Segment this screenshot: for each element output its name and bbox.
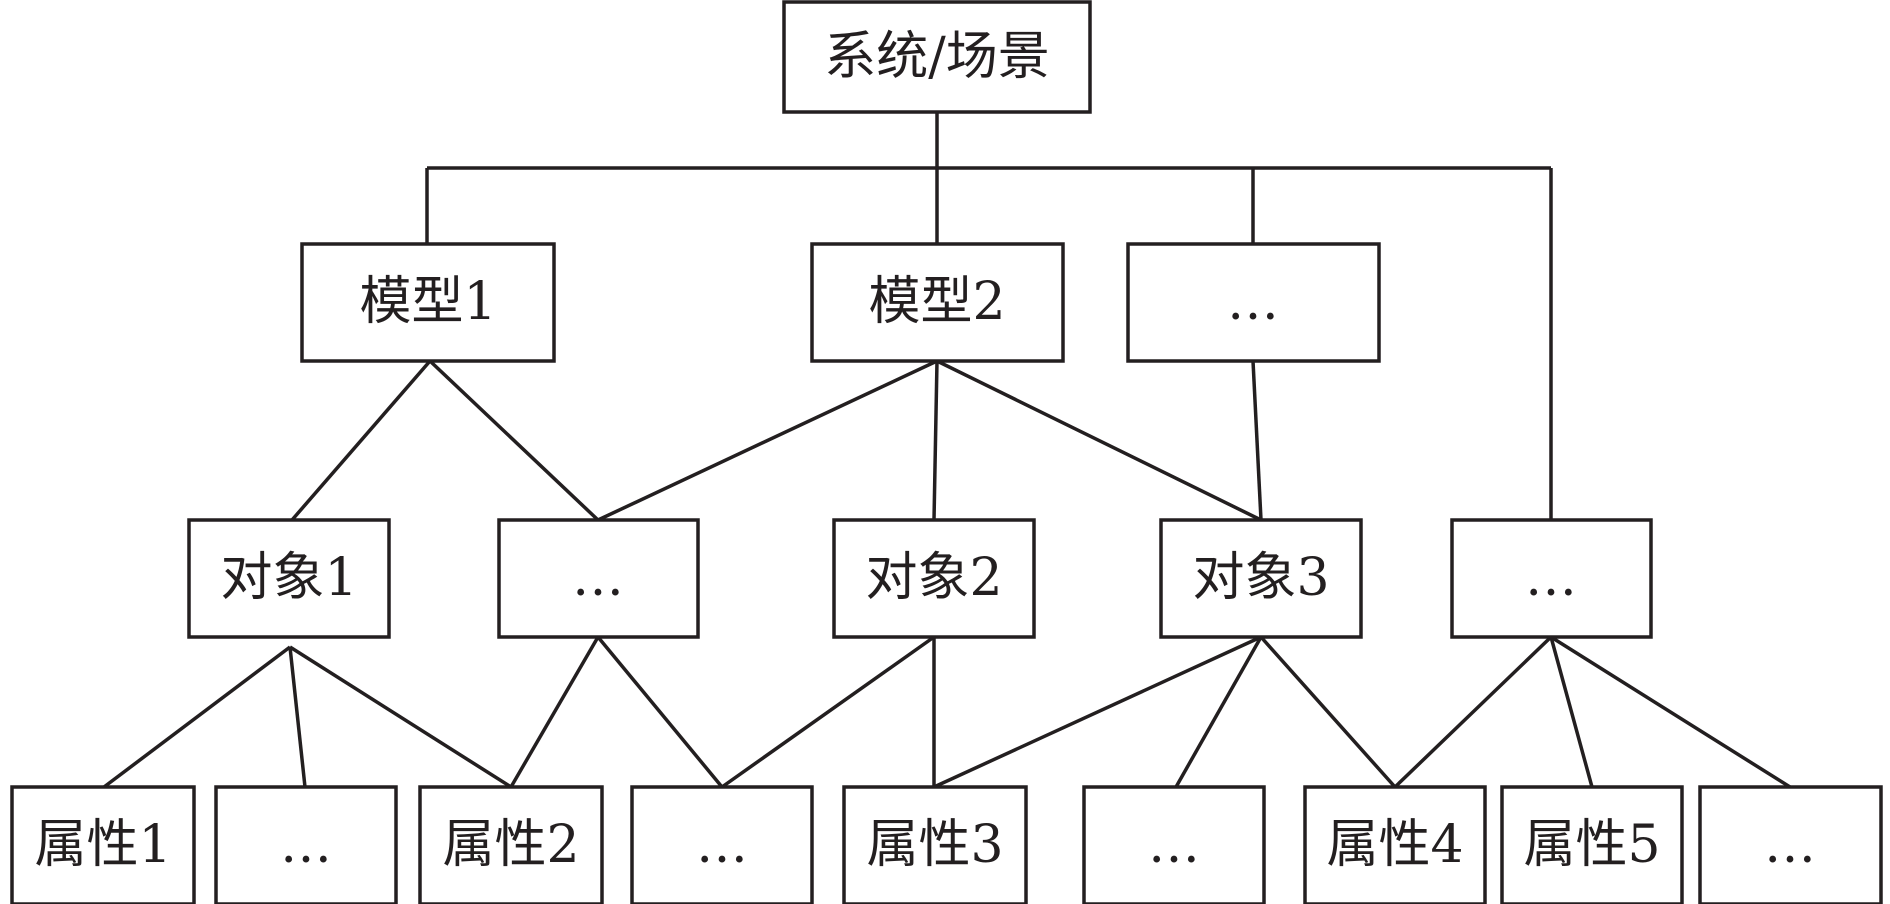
attribute-node-3: 属性3 [842, 785, 1028, 904]
model-label: 模型2 [868, 272, 1005, 332]
attribute-label: … [280, 815, 332, 875]
model-node-2: 模型2 [810, 242, 1065, 363]
edge-object1-attr-more [288, 646, 307, 788]
edge-model2-object2 [932, 360, 939, 521]
edge-model2-object3 [936, 359, 1262, 522]
attribute-node-more-4: … [1698, 785, 1883, 904]
object-label: 对象3 [1192, 548, 1329, 608]
edge-model-more-object3 [1251, 360, 1263, 521]
attribute-node-4: 属性4 [1303, 785, 1487, 904]
edge-object3-attr-more [1174, 636, 1263, 788]
object-node-3: 对象3 [1159, 518, 1363, 639]
attribute-label: 属性5 [1523, 815, 1660, 875]
object-label: … [572, 548, 624, 608]
model-node-more: … [1126, 242, 1381, 363]
root-node: 系统/场景 [782, 0, 1092, 114]
edge-object1-attr2 [289, 645, 512, 789]
attribute-label: 属性2 [442, 815, 579, 875]
edge-object2-attr-more [720, 635, 936, 789]
object-node-more-2: … [1450, 518, 1653, 639]
edge-object3-attr4 [1259, 635, 1397, 789]
model-node-1: 模型1 [300, 242, 556, 363]
edge-model1-object-more [428, 359, 600, 522]
edge-model1-object1 [290, 359, 432, 522]
model-label: 模型1 [359, 272, 496, 332]
attribute-label: 属性4 [1326, 815, 1463, 875]
object-label: 对象2 [865, 548, 1002, 608]
attribute-label: 属性3 [866, 815, 1003, 875]
attribute-label: … [1764, 815, 1816, 875]
object-label: 对象1 [220, 548, 357, 608]
attribute-node-5: 属性5 [1500, 785, 1684, 904]
connectors [102, 112, 1791, 789]
attribute-node-2: 属性2 [418, 785, 604, 904]
model-label: … [1227, 272, 1279, 332]
attribute-node-more-2: … [630, 785, 814, 904]
object-label: … [1525, 548, 1577, 608]
edge-object-more2-attr-more [1550, 635, 1791, 789]
attribute-label: … [1148, 815, 1200, 875]
attribute-node-more-3: … [1082, 785, 1266, 904]
attribute-label: … [696, 815, 748, 875]
edge-object-more2-attr4 [1393, 635, 1553, 789]
attribute-node-more-1: … [214, 785, 398, 904]
root-label: 系统/场景 [824, 27, 1050, 87]
edge-object3-attr3 [933, 635, 1262, 789]
edge-object-more2-attr5 [1549, 636, 1594, 788]
attribute-label: 属性1 [34, 815, 171, 875]
edge-object1-attr1 [102, 645, 292, 789]
object-node-more-1: … [497, 518, 700, 639]
object-node-2: 对象2 [832, 518, 1036, 639]
attribute-node-1: 属性1 [10, 785, 196, 904]
edge-model2-object-more [597, 359, 938, 522]
edge-object-more-attr2 [509, 636, 600, 788]
edge-object-more-attr-more [596, 635, 724, 789]
object-node-1: 对象1 [187, 518, 391, 639]
